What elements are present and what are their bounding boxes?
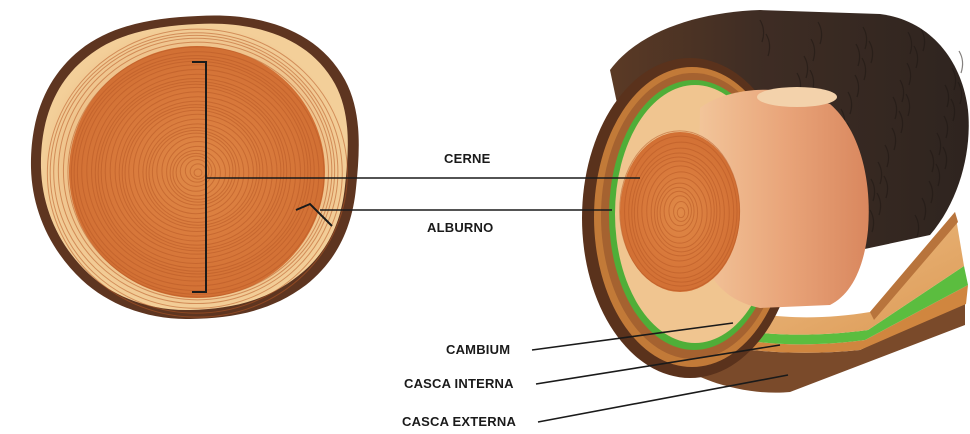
cerne-label: CERNE xyxy=(444,151,491,166)
cambium-label: CAMBIUM xyxy=(446,342,510,357)
casca-externa-leader xyxy=(538,375,788,422)
casca-interna-label: CASCA INTERNA xyxy=(404,376,514,391)
trunk-cross-section xyxy=(31,15,359,319)
bark-crack xyxy=(959,51,963,73)
casca-externa-label: CASCA EXTERNA xyxy=(402,414,516,429)
alburno-label: ALBURNO xyxy=(427,220,493,235)
cylinder-top-cap xyxy=(757,87,837,107)
